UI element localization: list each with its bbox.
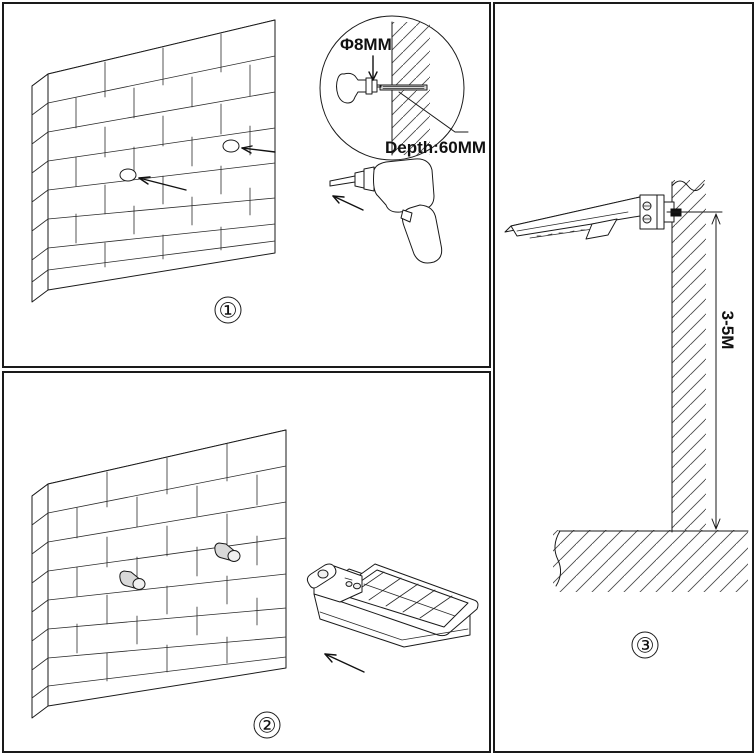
solar-street-light [306, 563, 479, 648]
step-2-marker: ② [253, 711, 281, 739]
anchor-bolt-lower [119, 570, 146, 590]
hole-pointer-arrows [138, 145, 276, 191]
mounting-direction-arrow [324, 653, 365, 673]
drilled-hole-marker [119, 139, 240, 182]
diameter-callout-label: Φ8MM [340, 35, 392, 54]
led-marks [536, 229, 586, 237]
depth-callout-label: Depth:60MM [385, 138, 486, 157]
detail-drill-bit [379, 84, 428, 91]
panel-3-border [493, 2, 754, 753]
solar-panel-divider [363, 583, 456, 617]
panel-3-content: 3-5M ③ [504, 180, 749, 659]
brick-joints-2 [76, 443, 258, 682]
ground-section [553, 530, 749, 592]
panel-2-border [2, 371, 491, 753]
diameter-callout-arrow [368, 55, 378, 81]
solar-street-light-side-view [504, 194, 682, 240]
electric-drill [329, 158, 443, 264]
step-3-marker: ③ [631, 631, 659, 659]
brick-side-courses [31, 102, 49, 283]
step-1-label: ① [219, 300, 238, 323]
mounting-bracket [306, 563, 363, 603]
detail-circle: Φ8MM [319, 15, 469, 161]
detail-drill-tool [336, 72, 382, 104]
brick-side-courses-2 [31, 512, 49, 699]
wall-section [671, 180, 706, 533]
depth-leader-line [398, 91, 469, 133]
height-dimension-line: 3-5M [656, 211, 737, 532]
panel-1-border [2, 2, 491, 368]
step-3-label: ③ [636, 635, 655, 658]
panel-1-content: Φ8MM Depth:60MM [31, 15, 486, 324]
panel-2-content: ② [31, 429, 479, 739]
brick-wall-step1 [31, 19, 276, 303]
drill-direction-arrow [332, 195, 364, 211]
step-2-label: ② [258, 715, 277, 738]
step-1-marker: ① [214, 296, 242, 324]
brick-courses [47, 55, 276, 271]
brick-wall-step2 [31, 429, 287, 719]
height-dimension-label: 3-5M [718, 311, 737, 350]
anchor-bolt-upper [214, 542, 241, 562]
